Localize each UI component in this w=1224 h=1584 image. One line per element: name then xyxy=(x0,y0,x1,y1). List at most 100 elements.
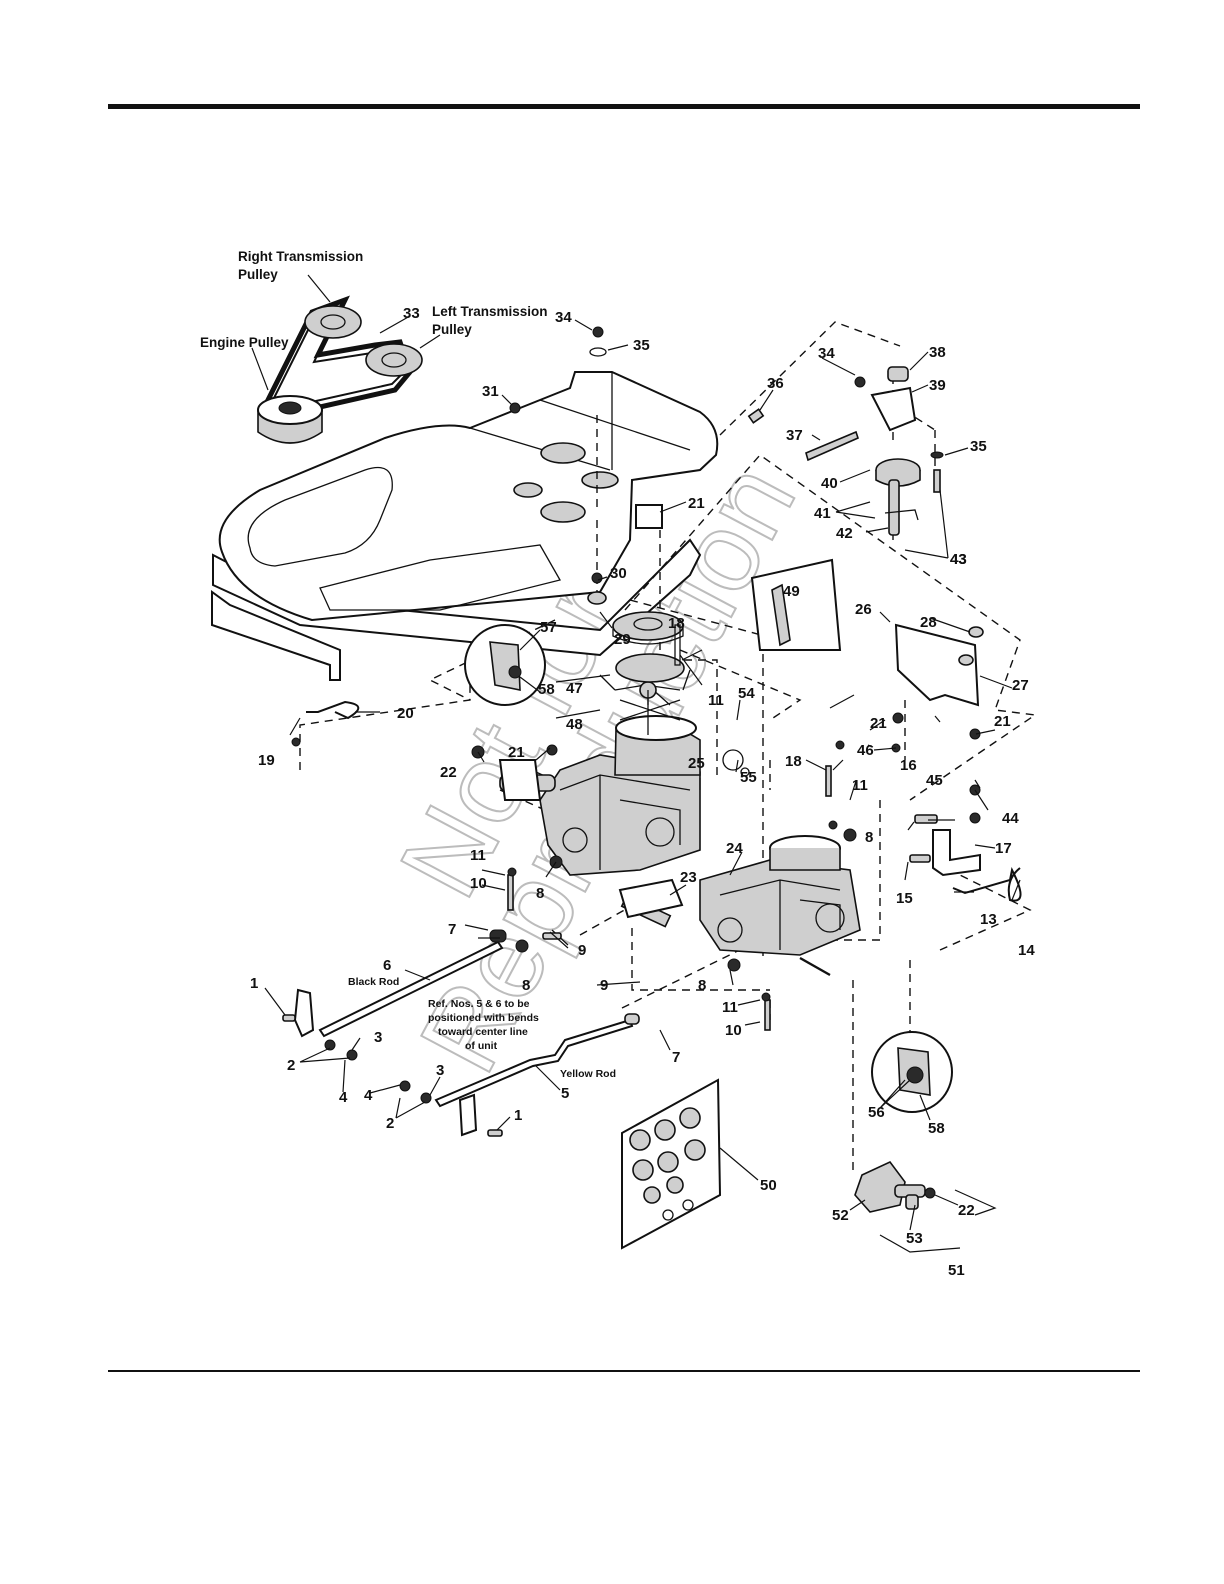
callout: 45 xyxy=(926,772,943,789)
callout: 8 xyxy=(536,885,544,902)
yellow-rod-caption: Yellow Rod xyxy=(560,1068,616,1080)
callout: 11 xyxy=(722,999,738,1016)
callout: 1 xyxy=(250,975,258,992)
mower-frame xyxy=(211,371,719,681)
callout: 23 xyxy=(680,869,697,886)
callout: 4 xyxy=(364,1087,373,1104)
callout: 26 xyxy=(855,601,872,618)
callout: 18 xyxy=(668,615,685,632)
callout: 4 xyxy=(339,1089,348,1106)
callout: 2 xyxy=(287,1057,295,1074)
rod-note-line-1: Ref. Nos. 5 & 6 to be xyxy=(428,998,530,1010)
leader-lines xyxy=(251,274,1021,1253)
small-parts xyxy=(291,572,981,1031)
callout: 21 xyxy=(508,744,525,761)
brackets xyxy=(306,558,1022,902)
callout: 29 xyxy=(614,631,631,648)
callout: 19 xyxy=(258,752,275,769)
callout: 9 xyxy=(600,977,608,994)
callout: 20 xyxy=(397,705,414,722)
callout: 8 xyxy=(698,977,706,994)
callout: 30 xyxy=(610,565,627,582)
callout: 21 xyxy=(994,713,1011,730)
hub-assembly xyxy=(854,1161,936,1213)
callout: 46 xyxy=(857,742,874,759)
callout: 17 xyxy=(995,840,1012,857)
callout: 41 xyxy=(814,505,831,522)
callout: 37 xyxy=(786,427,803,444)
callout: 55 xyxy=(740,769,757,786)
callout: 8 xyxy=(522,977,530,994)
left-pulley-caption-2: Pulley xyxy=(432,322,472,337)
idler-assembly xyxy=(509,326,944,536)
yellow-rod xyxy=(434,1018,634,1108)
callout: 15 xyxy=(896,890,913,907)
callout: 7 xyxy=(448,921,456,938)
callout: 10 xyxy=(725,1022,742,1039)
callout: 44 xyxy=(1002,810,1019,827)
rod-note-line-2: positioned with bends xyxy=(428,1012,539,1024)
callout: 18 xyxy=(785,753,802,770)
callout: 7 xyxy=(672,1049,680,1066)
callout: 48 xyxy=(566,716,583,733)
callout: 49 xyxy=(783,583,800,600)
callout: 28 xyxy=(920,614,937,631)
control-linkage xyxy=(282,929,741,1137)
callout: 21 xyxy=(688,495,705,512)
callout: 34 xyxy=(555,309,572,326)
right-pulley-caption-1: Right Transmission xyxy=(238,249,363,264)
callout: 56 xyxy=(868,1104,885,1121)
right-pulley-caption-2: Pulley xyxy=(238,267,278,282)
callout: 3 xyxy=(436,1062,444,1079)
rod-note-line-4: of unit xyxy=(465,1040,498,1052)
callout: 38 xyxy=(929,344,946,361)
callout: 24 xyxy=(726,840,743,857)
callout: 40 xyxy=(821,475,838,492)
callout: 53 xyxy=(906,1230,923,1247)
callout: 22 xyxy=(958,1202,975,1219)
seal-kit xyxy=(621,1078,722,1250)
callout: 27 xyxy=(1012,677,1029,694)
right-transmission xyxy=(618,835,861,977)
callout: 36 xyxy=(767,375,784,392)
callout: 39 xyxy=(929,377,946,394)
callout: 6 xyxy=(383,957,391,974)
callout: 8 xyxy=(865,829,873,846)
callouts: 1 1 2 2 3 3 4 4 5 6 7 7 8 8 8 8 9 9 10 1… xyxy=(250,305,1035,1279)
callout: 35 xyxy=(970,438,987,455)
callout: 11 xyxy=(852,777,868,794)
callout: 52 xyxy=(832,1207,849,1224)
callout: 54 xyxy=(738,685,755,702)
callout: 16 xyxy=(900,757,917,774)
callout: 25 xyxy=(688,755,705,772)
callout: 35 xyxy=(633,337,650,354)
header-rule xyxy=(108,104,1140,109)
callout: 3 xyxy=(374,1029,382,1046)
callout: 34 xyxy=(818,345,835,362)
callout: 11 xyxy=(708,692,724,709)
callout: 14 xyxy=(1018,942,1035,959)
callout: 5 xyxy=(561,1085,569,1102)
callout: 42 xyxy=(836,525,853,542)
callout: 50 xyxy=(760,1177,777,1194)
black-rod xyxy=(318,940,504,1038)
callout: 2 xyxy=(386,1115,394,1132)
callout: 57 xyxy=(540,619,557,636)
engine-pulley-caption: Engine Pulley xyxy=(200,335,289,350)
callout: 10 xyxy=(470,875,487,892)
callout: 43 xyxy=(950,551,967,568)
callout: 9 xyxy=(578,942,586,959)
left-pulley-caption-1: Left Transmission xyxy=(432,304,548,319)
callout: 58 xyxy=(928,1120,945,1137)
callout: 22 xyxy=(440,764,457,781)
rod-note-line-3: toward center line xyxy=(438,1026,528,1038)
callout: 13 xyxy=(980,911,997,928)
left-transmission-pulley xyxy=(365,343,423,377)
belt-drive-assembly xyxy=(257,295,423,444)
callout: 33 xyxy=(403,305,420,322)
callout: 11 xyxy=(470,847,486,864)
callout: 58 xyxy=(538,681,555,698)
captions: Right Transmission Pulley Left Transmiss… xyxy=(200,249,616,1080)
callout: 21 xyxy=(870,715,887,732)
